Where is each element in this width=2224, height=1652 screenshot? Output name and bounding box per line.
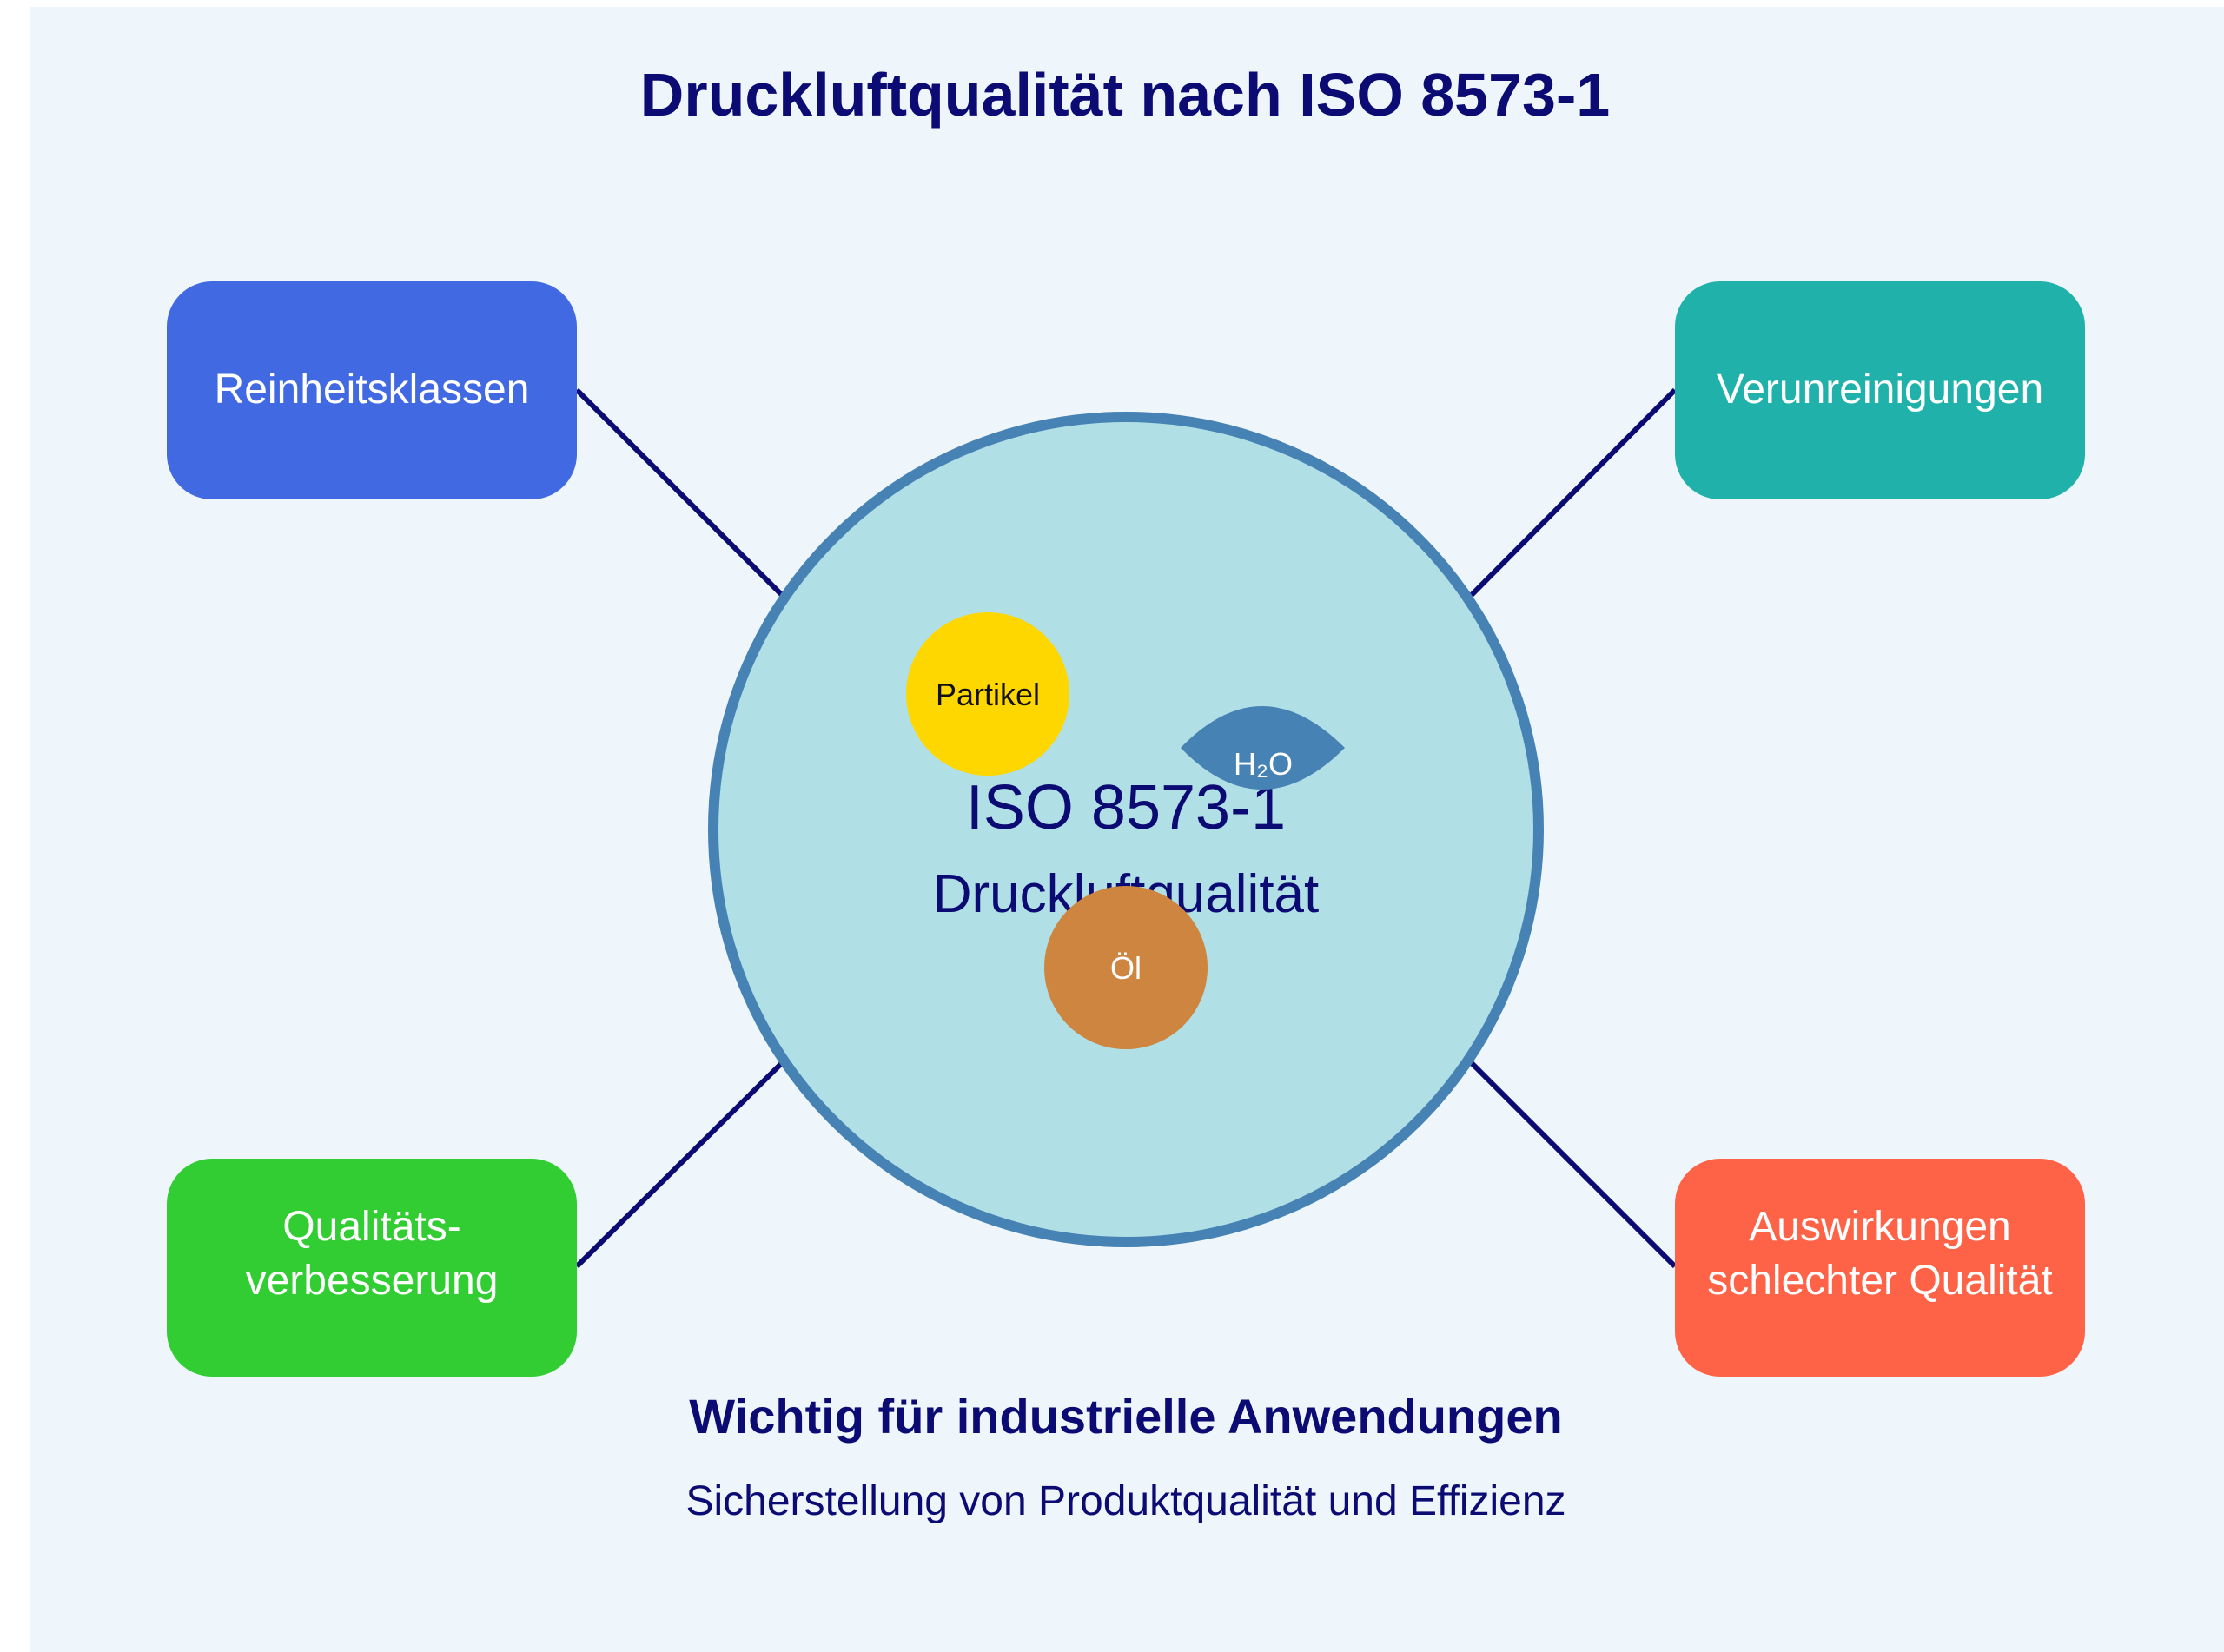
oil-icon [1044, 886, 1208, 1049]
connectors [574, 387, 1678, 1269]
oil-label: Öl [1110, 950, 1142, 986]
box-reinheitsklassen: Reinheitsklassen [167, 281, 577, 499]
box-bottom-right-label-line2: schlechter Qualität [1707, 1258, 2053, 1304]
box-bottom-right-label-line1: Auswirkungen [1749, 1204, 2011, 1250]
page-title: Druckluftqualität nach ISO 8573-1 [640, 61, 1610, 129]
box-top-right-label: Verunreinigungen [1717, 367, 2043, 413]
particle-label: Partikel [936, 677, 1040, 712]
center-circle [708, 412, 1544, 1247]
oil-marker: Öl [1044, 886, 1208, 1049]
particle-marker: Partikel [906, 612, 1069, 776]
center-title: ISO 8573-1 [966, 773, 1286, 843]
connector-top-left [574, 387, 800, 613]
connector-bottom-left [574, 1045, 800, 1269]
box-bottom-left-bg [167, 1159, 577, 1377]
box-top-left-label: Reinheitsklassen [215, 367, 530, 413]
water-drop-icon [1181, 706, 1345, 790]
particle-icon [906, 612, 1069, 776]
connector-top-right [1453, 387, 1678, 613]
box-qualitaetsverbesserung: Qualitäts- verbesserung [167, 1159, 577, 1377]
water-marker: H₂O [1181, 706, 1345, 790]
box-auswirkungen: Auswirkungen schlechter Qualität [1675, 1159, 2085, 1377]
box-bottom-left-label-line2: verbesserung [246, 1258, 499, 1304]
connector-bottom-right [1453, 1045, 1678, 1269]
box-top-left-bg [167, 281, 577, 499]
box-top-right-bg [1675, 281, 2085, 499]
water-label: H₂O [1234, 746, 1293, 782]
footer-headline: Wichtig für industrielle Anwendungen [689, 1389, 1562, 1444]
box-verunreinigungen: Verunreinigungen [1675, 281, 2085, 499]
box-bottom-right-bg [1675, 1159, 2085, 1377]
footer-subline: Sicherstellung von Produktqualität und E… [685, 1478, 1565, 1524]
box-bottom-left-label-line1: Qualitäts- [282, 1204, 460, 1250]
